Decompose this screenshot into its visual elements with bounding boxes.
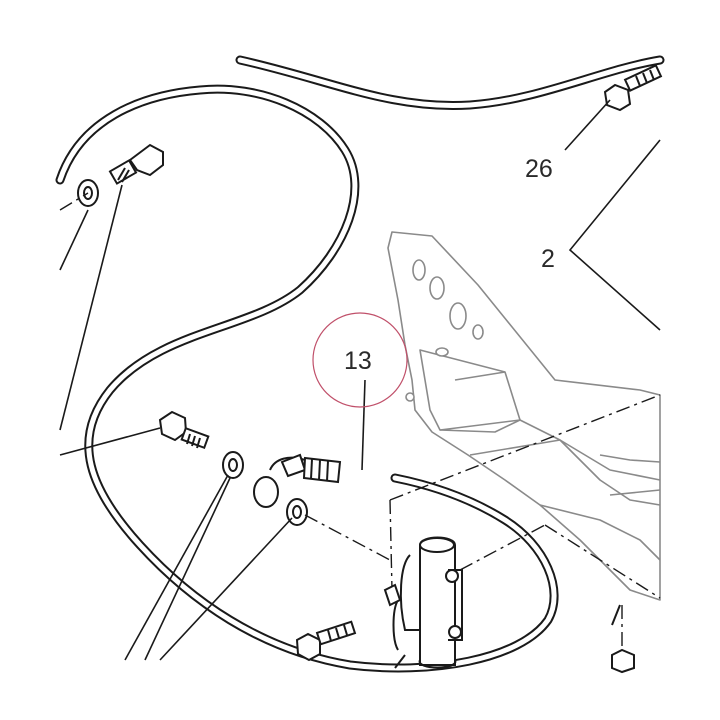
fork-caliper-mount — [383, 536, 463, 669]
assembly-centerlines — [59, 192, 661, 650]
callout-part-13[interactable]: 13 — [344, 347, 372, 375]
frame-bracket — [387, 231, 661, 601]
caliper-bolt — [295, 620, 357, 662]
callout-part-26[interactable]: 26 — [525, 155, 553, 183]
callout-part-2[interactable]: 2 — [541, 245, 555, 273]
small-bolt-lower-right — [611, 604, 635, 674]
brake-hose — [55, 55, 665, 673]
upper-banjo-fitting — [77, 143, 164, 207]
leader-lines — [59, 99, 661, 661]
hose-crimp-fitting — [280, 453, 342, 484]
bolt-26 — [603, 64, 663, 112]
sealing-washer-1 — [222, 451, 244, 479]
lower-banjo-bolt — [158, 410, 210, 450]
banjo-eye — [253, 456, 306, 508]
callout-13-highlight-circle — [312, 312, 408, 408]
